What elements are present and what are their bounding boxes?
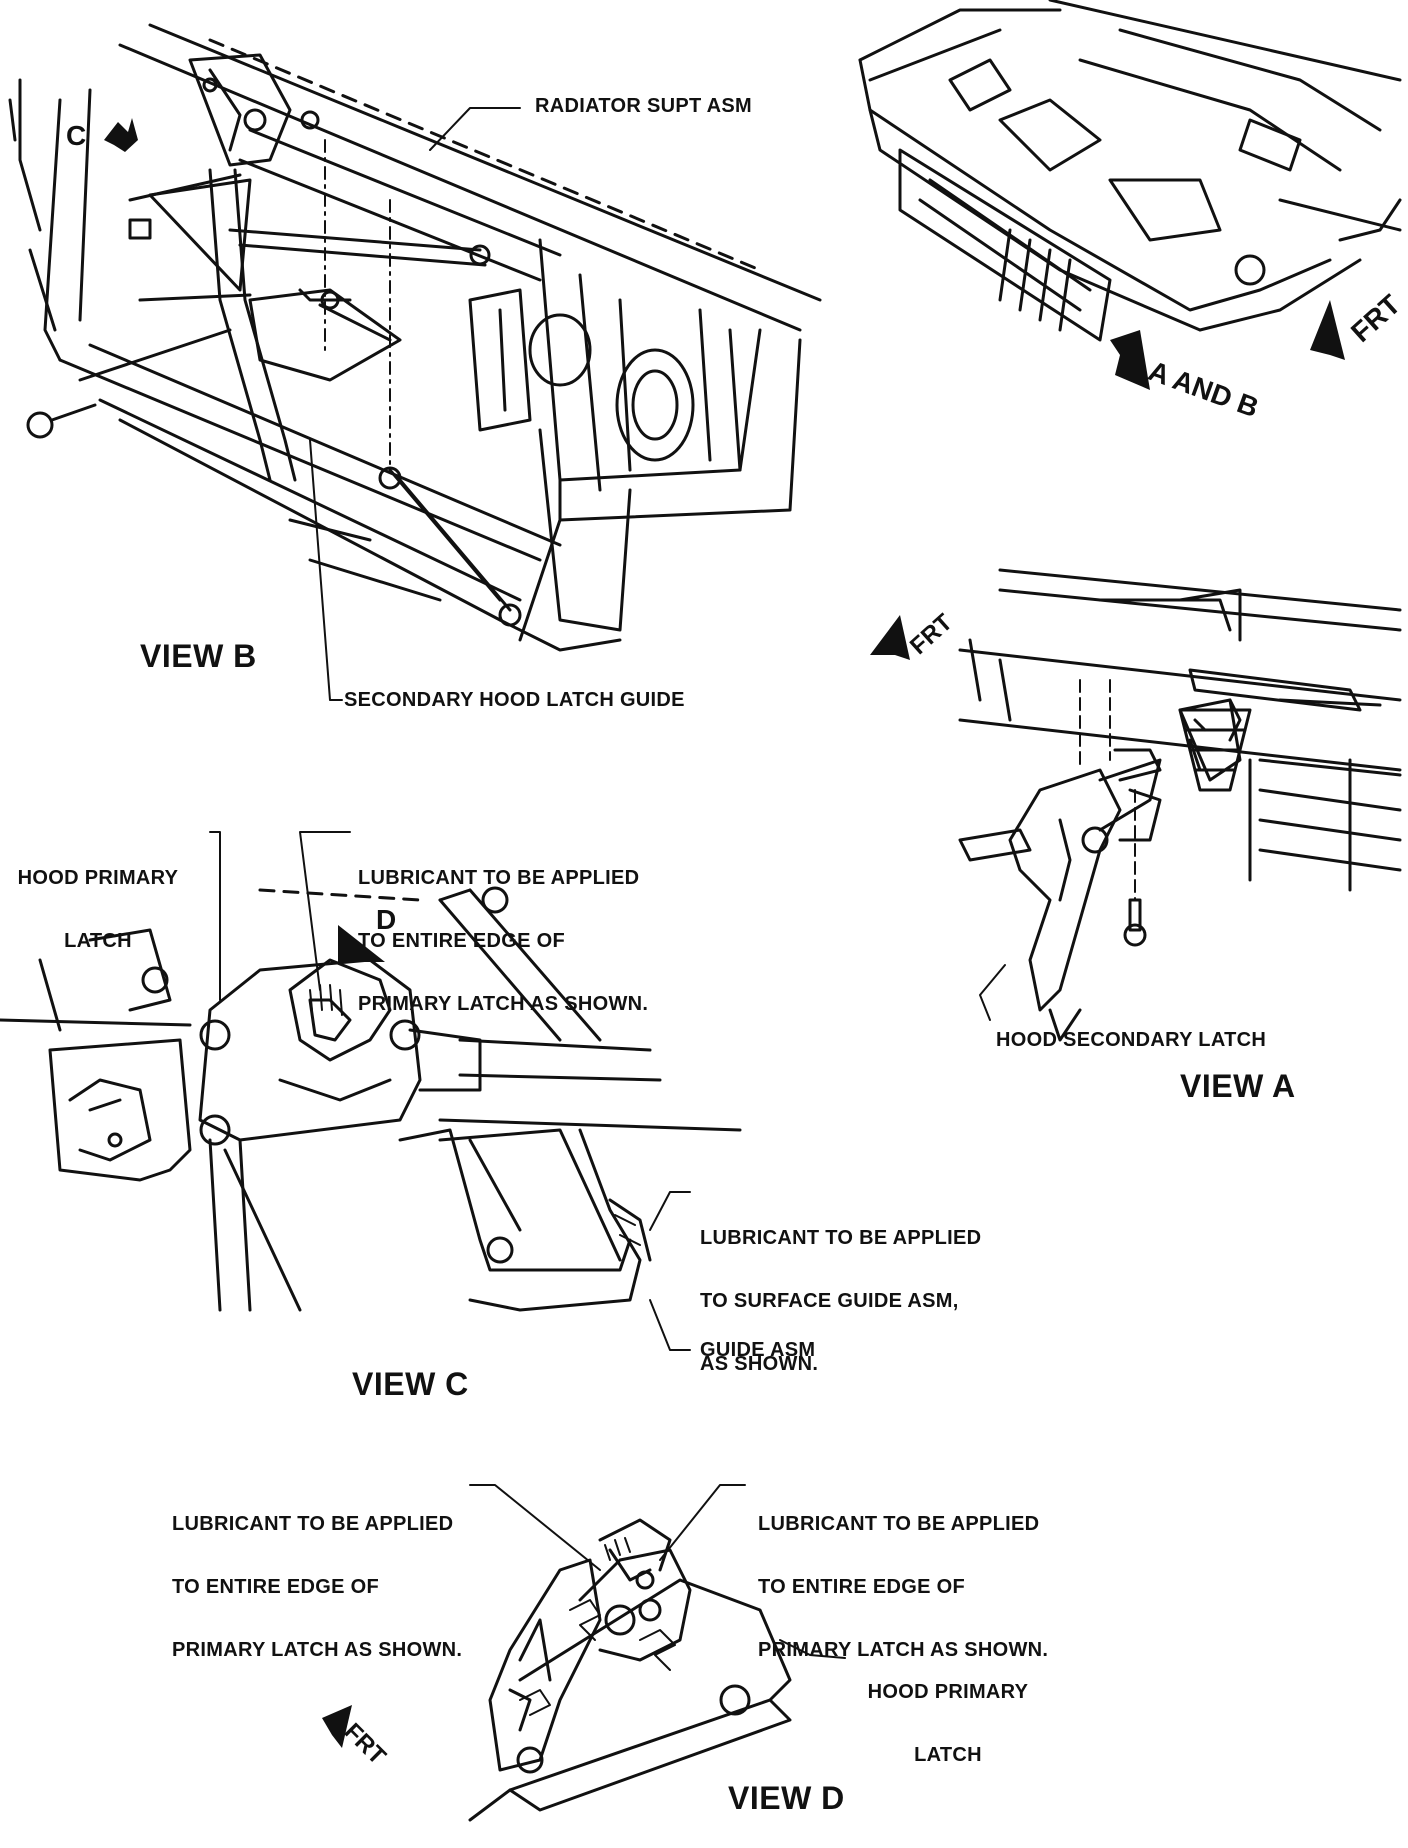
- label-hood-primary-latch-c-line2: LATCH: [64, 930, 132, 952]
- label-hood-primary-latch-d-line2: LATCH: [914, 1744, 982, 1766]
- arrow-d: [338, 925, 385, 962]
- label-lube-surface-guide: LUBRICANT TO BE APPLIED TO SURFACE GUIDE…: [700, 1186, 981, 1396]
- view-c-primary-latch-drawing: [0, 886, 742, 1312]
- label-lube-primary-c: LUBRICANT TO BE APPLIED TO ENTIRE EDGE O…: [358, 826, 648, 1036]
- front-end-overview-drawing: [858, 0, 1402, 342]
- label-lube-surface-guide-line2: TO SURFACE GUIDE ASM,: [700, 1290, 959, 1312]
- view-d-primary-latch-drawing: [468, 1518, 792, 1822]
- label-lube-primary-d-left-line2: TO ENTIRE EDGE OF: [172, 1576, 379, 1598]
- view-a-secondary-latch-drawing: [958, 568, 1402, 1042]
- label-lube-primary-d-right-line2: TO ENTIRE EDGE OF: [758, 1576, 965, 1598]
- label-hood-primary-latch-c: HOOD PRIMARY LATCH: [0, 826, 196, 973]
- arrow-c-label: C: [66, 120, 87, 151]
- leader-guide-asm: [649, 1299, 691, 1351]
- leader-radiator-supt: [429, 107, 521, 151]
- label-hood-secondary-latch: HOOD SECONDARY LATCH: [996, 1029, 1267, 1051]
- leader-lube-primary-c: [299, 831, 351, 991]
- label-hood-primary-latch-c-line1: HOOD PRIMARY: [17, 867, 179, 889]
- label-guide-asm: GUIDE ASM: [700, 1339, 816, 1361]
- label-lube-surface-guide-line3: AS SHOWN.: [700, 1353, 819, 1375]
- label-hood-primary-latch-d-line1: HOOD PRIMARY: [867, 1681, 1029, 1703]
- leader-hood-primary-latch-d: [779, 1639, 846, 1659]
- label-lube-primary-d-right-line1: LUBRICANT TO BE APPLIED: [758, 1513, 1040, 1535]
- leader-lube-surface-guide: [649, 1191, 691, 1231]
- label-hood-primary-latch-d: HOOD PRIMARY LATCH: [848, 1640, 1048, 1787]
- view-a-title: VIEW A: [1180, 1068, 1296, 1104]
- arrow-frt-view-d: [322, 1705, 352, 1748]
- label-radiator-supt-asm: RADIATOR SUPT ASM: [535, 95, 752, 117]
- leader-secondary-guide: [309, 439, 343, 701]
- arrow-frt-view-a: [870, 615, 910, 660]
- view-b-title: VIEW B: [140, 638, 257, 674]
- view-c-title: VIEW C: [352, 1366, 469, 1402]
- leader-lube-primary-d-right: [659, 1484, 746, 1561]
- view-d-title: VIEW D: [728, 1780, 845, 1816]
- label-lube-surface-guide-line1: LUBRICANT TO BE APPLIED: [700, 1227, 982, 1249]
- label-lube-primary-c-line2: TO ENTIRE EDGE OF: [358, 930, 565, 952]
- label-lube-primary-d-left-line1: LUBRICANT TO BE APPLIED: [172, 1513, 454, 1535]
- leader-hood-primary-latch-c: [209, 831, 221, 1001]
- label-lube-primary-d-left-line3: PRIMARY LATCH AS SHOWN.: [172, 1639, 463, 1661]
- label-lube-primary-d-left: LUBRICANT TO BE APPLIED TO ENTIRE EDGE O…: [172, 1472, 462, 1682]
- label-secondary-hood-latch-guide: SECONDARY HOOD LATCH GUIDE: [344, 689, 685, 711]
- arrow-a-and-b: [1110, 330, 1150, 390]
- leader-lube-primary-d-left: [469, 1484, 601, 1571]
- label-lube-primary-d-right-line3: PRIMARY LATCH AS SHOWN.: [758, 1639, 1049, 1661]
- label-lube-primary-c-line3: PRIMARY LATCH AS SHOWN.: [358, 993, 649, 1015]
- label-lube-primary-c-line1: LUBRICANT TO BE APPLIED: [358, 867, 640, 889]
- arrow-d-label: D: [376, 904, 397, 935]
- arrow-frt-top: [1310, 300, 1345, 360]
- arrow-c: [104, 118, 138, 152]
- leader-hood-secondary-latch: [979, 964, 1006, 1021]
- label-lube-primary-d-right: LUBRICANT TO BE APPLIED TO ENTIRE EDGE O…: [758, 1472, 1048, 1682]
- view-b-radiator-support-drawing: [8, 23, 822, 652]
